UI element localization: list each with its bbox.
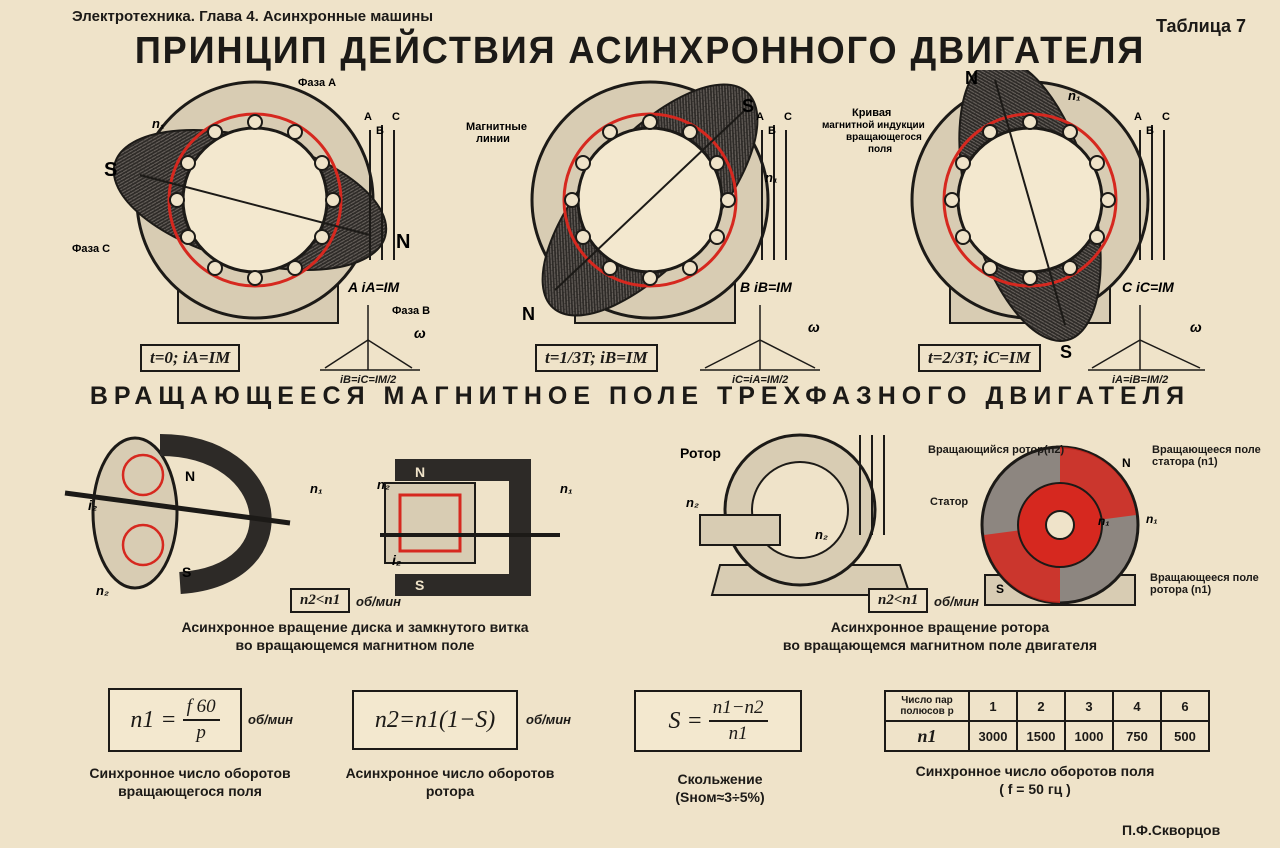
table-row: Число пар полюсов p 1 2 3 4 6 [884, 690, 1210, 722]
phase-c-term: C [392, 111, 400, 123]
svg-text:n₂: n₂ [686, 495, 699, 510]
condition-box-left: n2<n1 [290, 588, 351, 613]
svg-text:n₁: n₁ [765, 170, 778, 185]
svg-text:n₂: n₂ [96, 583, 109, 598]
svg-text:магнитной индукции: магнитной индукции [822, 120, 925, 131]
motor-diagram-2: Магнитные линии S N n₁ A B C B iB=IM ω [466, 80, 820, 371]
rotor [181, 126, 329, 274]
label-rotating-rotor: Вращающийся ротор(n2) [928, 444, 1065, 456]
label-phase-a: Фаза А [298, 77, 336, 89]
svg-text:A: A [1134, 111, 1142, 123]
svg-text:S: S [742, 96, 754, 116]
stator-slots [169, 114, 341, 286]
svg-text:N: N [1122, 456, 1131, 470]
svg-text:n₁: n₁ [310, 481, 323, 496]
vector-formula-2: iC=iA=IM/2 [732, 374, 789, 386]
rotating-field-diagrams: Фаза А Фаза С Фаза В S N n₁ A B C A iA=I… [72, 70, 1205, 371]
label-rotor-field: Вращающееся поле ротора (n1) [1150, 572, 1259, 596]
svg-text:N: N [415, 464, 425, 480]
current-label-b: B iB=IM [740, 279, 792, 295]
label-stator-field: Вращающееся поле статора (n1) [1152, 444, 1261, 468]
svg-text:ω: ω [1190, 319, 1202, 335]
svg-text:N: N [185, 468, 195, 484]
label-magnetic-lines: Магнитные [466, 121, 527, 133]
current-label-a: A iA=IM [347, 279, 400, 295]
svg-text:вращающегося: вращающегося [846, 132, 922, 143]
current-label-c: C iC=IM [1122, 279, 1174, 295]
label-phase-c: Фаза С [72, 243, 110, 255]
label-n1: n₁ [152, 116, 165, 131]
omega-label: ω [414, 325, 426, 341]
svg-text:S: S [1060, 342, 1072, 362]
svg-text:B: B [768, 125, 776, 137]
svg-text:i₂: i₂ [392, 552, 401, 568]
label-n: N [396, 231, 410, 253]
label-induction-curve: Кривая [852, 107, 891, 119]
table-number: Таблица 7 [1156, 16, 1247, 36]
header-left: Электротехника. Глава 4. Асинхронные маш… [72, 8, 434, 25]
phase-a-term: A [364, 111, 372, 123]
svg-text:N: N [522, 304, 535, 324]
pole-speed-table: Число пар полюсов p 1 2 3 4 6 n1 3000 15… [884, 690, 1210, 752]
svg-text:S: S [415, 577, 424, 593]
formula-unit-1: об/мин [248, 712, 294, 727]
table-row: n1 3000 1500 1000 750 500 [884, 720, 1210, 752]
time-label-1: t=0; iA=IM [140, 344, 241, 372]
page-title: ПРИНЦИП ДЕЙСТВИЯ АСИНХРОННОГО ДВИГАТЕЛЯ [134, 30, 1146, 72]
label-stator: Статор [930, 496, 969, 508]
caption-formula-1: Синхронное число оборотов вращающегося п… [89, 765, 291, 799]
unit-right: об/мин [934, 594, 980, 609]
svg-text:ω: ω [808, 319, 820, 335]
svg-text:N: N [965, 70, 978, 88]
svg-text:n₁: n₁ [1146, 512, 1158, 526]
svg-text:линии: линии [476, 133, 510, 145]
svg-text:n₂: n₂ [815, 527, 828, 542]
vector-formula-3: iA=iB=IM/2 [1112, 374, 1169, 386]
loop-illustration: N S n₂ n₁ i₂ [377, 459, 573, 596]
svg-text:B: B [1146, 125, 1154, 137]
field-axis [139, 174, 371, 236]
asynchronous-rotation-illustrations: N S i₂ n₂ n₁ N S n₂ n₁ i₂ Ротор n₂ n₂ [64, 433, 1158, 606]
vector-formula-1: iB=iC=IM/2 [340, 374, 397, 386]
svg-text:S: S [996, 582, 1004, 596]
caption-formula-3: Скольжение (Sном≈3÷5%) [675, 771, 765, 805]
svg-text:n₂: n₂ [377, 477, 390, 492]
condition-box-right: n2<n1 [868, 588, 929, 613]
svg-text:i₂: i₂ [88, 497, 97, 513]
svg-text:S: S [182, 564, 191, 580]
svg-text:C: C [784, 111, 792, 123]
time-label-3: t=2/3T; iC=IM [918, 344, 1041, 372]
formula-unit-2: об/мин [526, 712, 572, 727]
label-s: S [104, 159, 117, 181]
svg-text:Ротор: Ротор [680, 445, 721, 461]
caption-motor: Асинхронное вращение ротора во вращающем… [782, 619, 1098, 653]
caption-pole-table: Синхронное число оборотов поля ( f = 50 … [915, 763, 1155, 797]
caption-formula-2: Асинхронное число оборотов ротора [345, 765, 555, 799]
stator-rotor-section: N S n₁ n₁ [980, 445, 1158, 606]
motor-diagram-3: Кривая магнитной индукции вращающегося п… [822, 70, 1205, 371]
author-name: П.Ф.Скворцов [1122, 822, 1221, 838]
svg-text:A: A [756, 111, 764, 123]
caption-disk: Асинхронное вращение диска и замкнутого … [181, 619, 529, 653]
motor-diagram-1: Фаза А Фаза С Фаза В S N n₁ A B C A iA=I… [72, 77, 430, 371]
svg-text:n₁: n₁ [1068, 88, 1081, 103]
svg-text:поля: поля [868, 144, 892, 155]
motor-cutaway-illustration: Ротор n₂ n₂ [680, 433, 912, 596]
svg-text:C: C [1162, 111, 1170, 123]
disk-illustration: N S i₂ n₂ n₁ [64, 434, 323, 598]
unit-left: об/мин [356, 594, 402, 609]
formula-rotor-speed: n2=n1(1−S) [352, 690, 518, 750]
phase-b-term: B [376, 125, 384, 137]
time-label-2: t=1/3T; iB=IM [535, 344, 658, 372]
svg-text:n₁: n₁ [560, 481, 573, 496]
label-phase-b: Фаза В [392, 305, 430, 317]
svg-text:n₁: n₁ [1098, 514, 1110, 528]
section-subtitle: ВРАЩАЮЩЕЕСЯ МАГНИТНОЕ ПОЛЕ ТРЕХФАЗНОГО Д… [89, 382, 1191, 410]
